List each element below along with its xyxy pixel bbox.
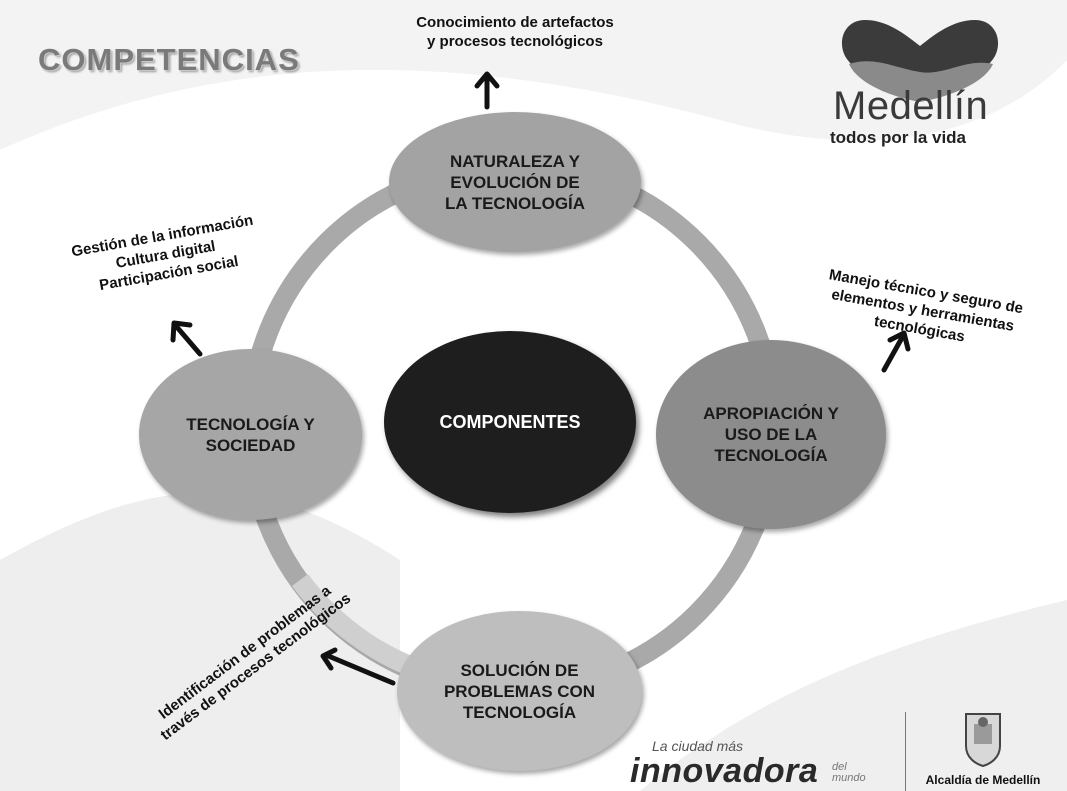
footer-divider	[905, 712, 906, 791]
node-apropiacion: APROPIACIÓN Y USO DE LA TECNOLOGÍA	[656, 340, 886, 529]
logo-name: Medellín	[833, 84, 989, 128]
coat-of-arms-icon	[965, 713, 1001, 768]
logo-tagline: todos por la vida	[830, 128, 967, 147]
node-solucion: SOLUCIÓN DE PROBLEMAS CON TECNOLOGÍA	[397, 611, 642, 771]
node-sociedad: TECNOLOGÍA Y SOCIEDAD	[139, 349, 362, 520]
slogan-big: innovadora	[630, 752, 819, 790]
annotation-top: Conocimiento de artefactos y procesos te…	[416, 14, 614, 50]
slogan-small: La ciudad más	[652, 738, 744, 754]
alcaldia-label: Alcaldía de Medellín	[925, 773, 1041, 787]
page-title: COMPETENCIAS	[38, 42, 300, 77]
node-naturaleza: NATURALEZA Y EVOLUCIÓN DE LA TECNOLOGÍA	[389, 112, 641, 252]
heart-mountain-logo-icon	[841, 20, 999, 102]
slogan-suffix: del mundo	[832, 761, 866, 784]
node-componentes: COMPONENTES	[384, 331, 636, 513]
